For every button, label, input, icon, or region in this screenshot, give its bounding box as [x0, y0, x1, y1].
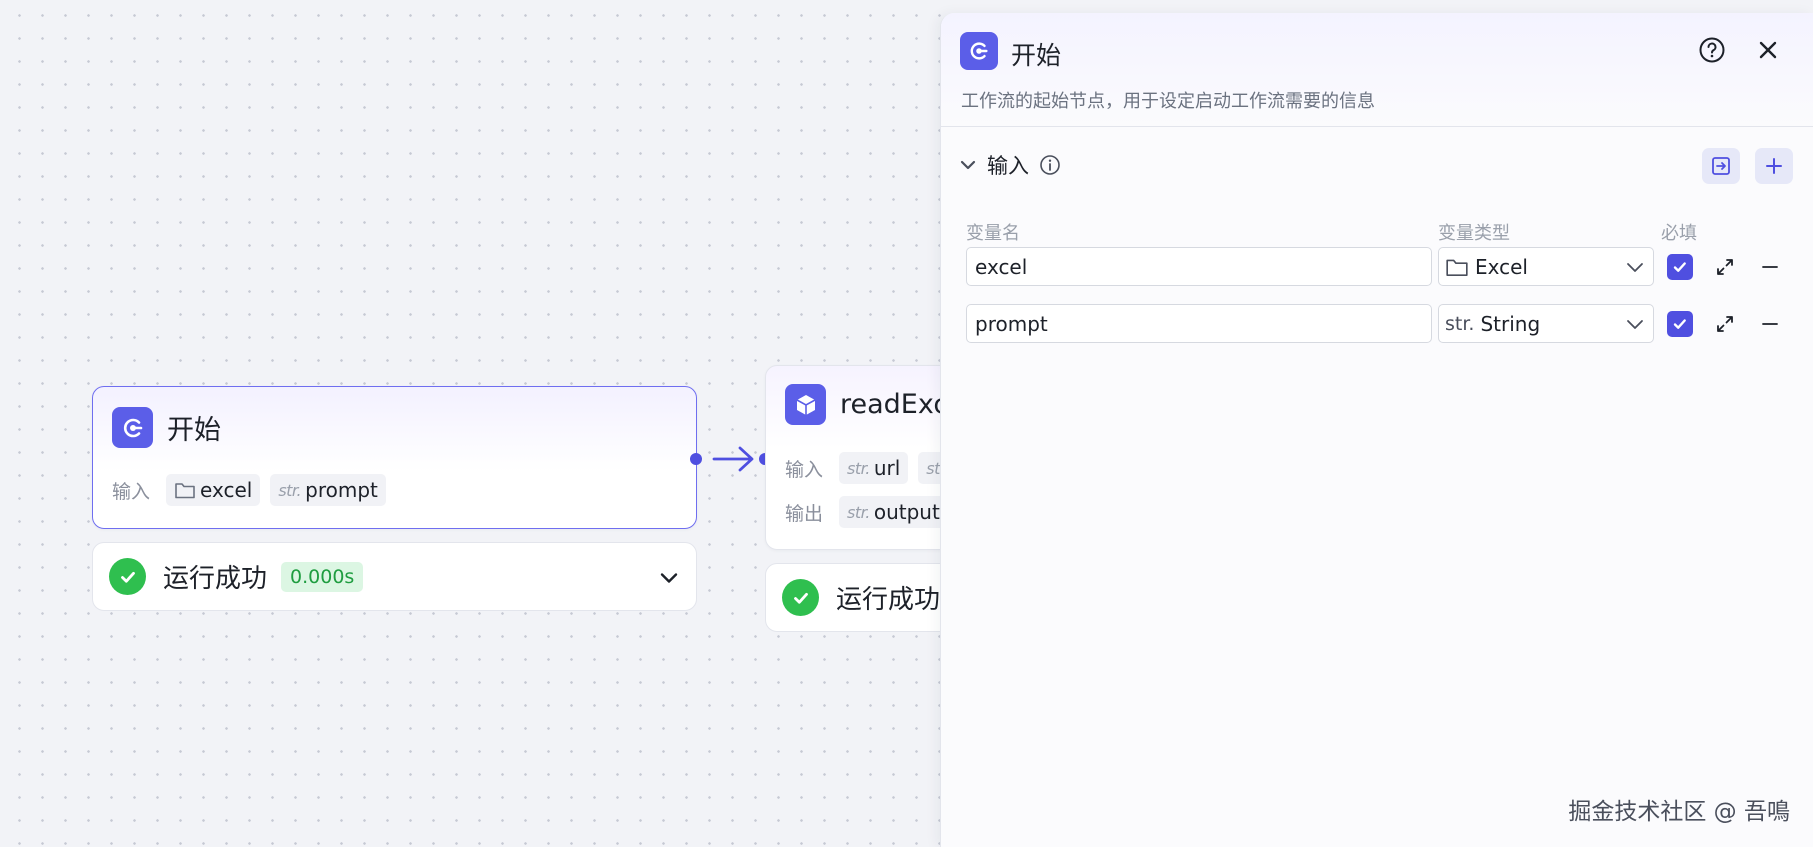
folder-icon	[175, 483, 195, 499]
input-chip-excel: excel	[166, 474, 261, 506]
chevron-down-icon	[1627, 320, 1643, 329]
start-node-input-label: 输入	[112, 480, 151, 503]
start-node-output-handle	[690, 453, 702, 465]
column-header-required: 必填	[1661, 223, 1697, 244]
input-section-title: 输入	[987, 154, 1029, 178]
chevron-down-icon	[1627, 263, 1643, 272]
node-config-panel: 开始 工作流的起始节点，用于设定启动工作流需要的信息 输入 变量名 变量类型 必…	[940, 13, 1813, 847]
success-check-icon	[109, 558, 146, 595]
column-header-type: 变量类型	[1438, 223, 1510, 244]
cube-icon	[785, 384, 826, 425]
input-section-toggle[interactable]: 输入	[959, 150, 1061, 180]
expand-icon[interactable]	[1712, 254, 1738, 280]
start-node-title: 开始	[167, 415, 221, 446]
start-node-run-status[interactable]: 运行成功 0.000s	[92, 542, 697, 611]
variable-row: Excel	[966, 247, 1806, 287]
input-chip-prompt: str. prompt	[270, 474, 386, 506]
panel-header: 开始 工作流的起始节点，用于设定启动工作流需要的信息	[941, 13, 1813, 127]
read-node-title: readExc	[840, 389, 949, 420]
close-icon[interactable]	[1752, 34, 1784, 66]
folder-icon	[1446, 259, 1468, 276]
panel-description: 工作流的起始节点，用于设定启动工作流需要的信息	[961, 91, 1375, 112]
variable-row: str. String	[966, 304, 1806, 344]
info-icon[interactable]	[1039, 154, 1061, 176]
start-node-icon	[960, 32, 998, 70]
edge-arrow-icon	[712, 446, 754, 472]
str-type-icon: str.	[1445, 312, 1475, 335]
start-node[interactable]: 开始 输入 excel str. prompt	[92, 386, 697, 529]
variable-type-select[interactable]: str. String	[1438, 304, 1654, 343]
check-icon	[1673, 262, 1686, 272]
add-variable-button[interactable]	[1755, 148, 1793, 184]
remove-variable-button[interactable]	[1757, 254, 1783, 280]
watermark: 掘金技术社区 @ 吾鳴	[1568, 799, 1790, 825]
required-checkbox[interactable]	[1667, 311, 1693, 337]
minus-icon	[1762, 266, 1778, 268]
run-time-badge: 0.000s	[281, 561, 364, 592]
check-icon	[1673, 319, 1686, 329]
start-node-icon	[112, 407, 153, 448]
run-status-text: 运行成功	[163, 564, 268, 594]
expand-icon[interactable]	[1712, 311, 1738, 337]
read-output-chip: str. output	[839, 496, 948, 528]
read-input-chip-url: str. url	[839, 452, 909, 484]
help-icon[interactable]	[1696, 34, 1728, 66]
variable-name-input[interactable]	[966, 304, 1432, 343]
column-header-name: 变量名	[966, 223, 1020, 244]
variable-type-select[interactable]: Excel	[1438, 247, 1654, 286]
success-check-icon	[782, 579, 819, 616]
chevron-down-icon[interactable]	[959, 158, 977, 172]
panel-title: 开始	[1011, 41, 1062, 70]
minus-icon	[1762, 323, 1778, 325]
remove-variable-button[interactable]	[1757, 311, 1783, 337]
required-checkbox[interactable]	[1667, 254, 1693, 280]
import-icon	[1712, 157, 1730, 175]
chevron-down-icon[interactable]	[656, 565, 682, 591]
run-status-text: 运行成功	[836, 585, 941, 615]
read-node-input-label: 输入	[785, 458, 824, 481]
read-node-output-label: 输出	[785, 502, 824, 525]
import-variables-button[interactable]	[1702, 148, 1740, 184]
plus-icon	[1766, 158, 1782, 174]
variable-name-input[interactable]	[966, 247, 1432, 286]
